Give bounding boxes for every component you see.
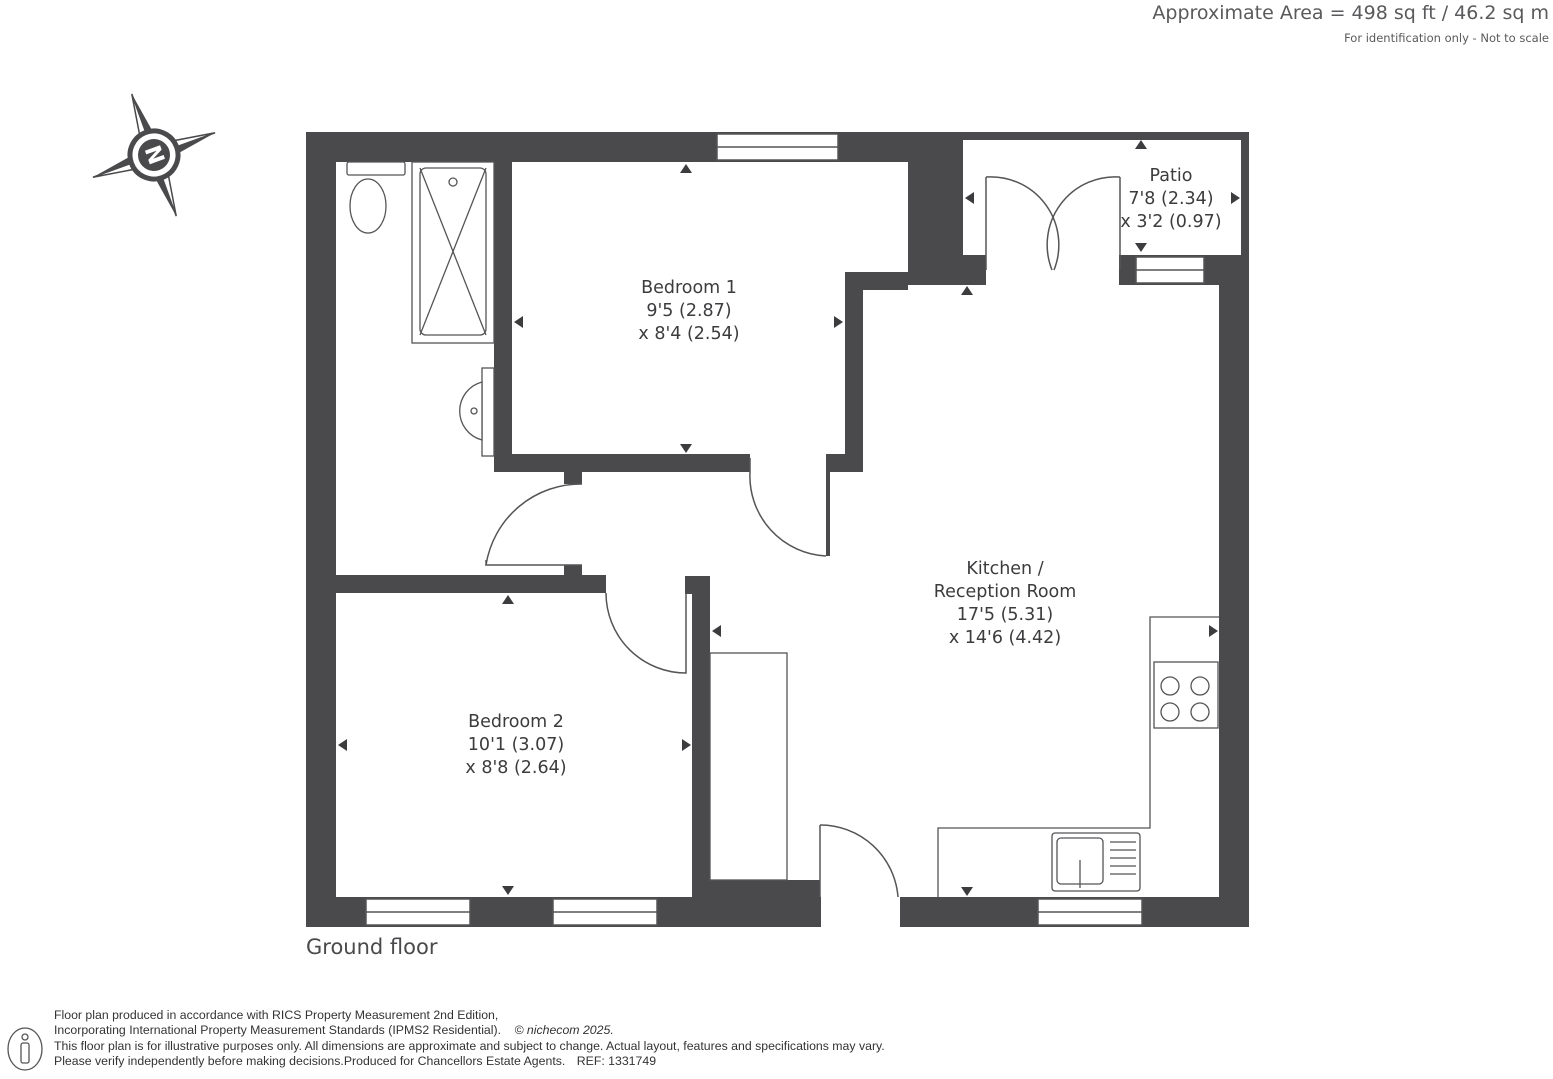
footer-line: Please verify independently before makin… bbox=[54, 1054, 885, 1069]
reference-number: REF: 1331749 bbox=[576, 1053, 657, 1068]
footer-text: Incorporating International Property Mea… bbox=[54, 1023, 502, 1038]
room-label-bedroom-1: Bedroom 1 9'5 (2.87) x 8'4 (2.54) bbox=[638, 277, 739, 346]
approximate-area: Approximate Area = 498 sq ft / 46.2 sq m bbox=[1152, 2, 1549, 24]
room-name: Bedroom 1 bbox=[641, 278, 737, 298]
room-label-bedroom-2: Bedroom 2 10'1 (3.07) x 8'8 (2.64) bbox=[465, 711, 566, 780]
windows bbox=[365, 133, 1205, 926]
disclaimer-not-to-scale: For identification only - Not to scale bbox=[1344, 31, 1549, 45]
room-name: Kitchen / bbox=[966, 559, 1044, 579]
room-label-kitchen-reception: Kitchen / Reception Room 17'5 (5.31) x 1… bbox=[934, 558, 1077, 650]
room-dimension: 7'8 (2.34) bbox=[1128, 189, 1214, 209]
footer-text: Please verify independently before makin… bbox=[54, 1053, 566, 1068]
room-dimension: 9'5 (2.87) bbox=[646, 301, 732, 321]
copyright: © nichecom 2025. bbox=[514, 1023, 614, 1038]
room-dimension: x 14'6 (4.42) bbox=[948, 628, 1062, 648]
floor-label: Ground floor bbox=[306, 935, 438, 959]
room-dimension: x 8'4 (2.54) bbox=[638, 324, 740, 344]
room-name: Bedroom 2 bbox=[468, 712, 564, 732]
room-dimension: 10'1 (3.07) bbox=[467, 735, 565, 755]
footer-line: Incorporating International Property Mea… bbox=[54, 1023, 885, 1038]
kitchen-units bbox=[709, 616, 1219, 897]
bathroom-fixtures bbox=[346, 161, 495, 457]
room-dimension: x 3'2 (0.97) bbox=[1120, 212, 1222, 232]
room-dimension: 17'5 (5.31) bbox=[956, 605, 1054, 625]
room-dimension: x 8'8 (2.64) bbox=[465, 758, 567, 778]
room-label-patio: Patio 7'8 (2.34) x 3'2 (0.97) bbox=[1120, 165, 1221, 234]
north-arrow-icon: N bbox=[92, 93, 216, 217]
doors bbox=[485, 176, 1121, 898]
info-icon bbox=[7, 1027, 43, 1071]
footer-line: Floor plan produced in accordance with R… bbox=[54, 1008, 499, 1022]
footer-line: This floor plan is for illustrative purp… bbox=[54, 1038, 885, 1053]
measurement-arrows bbox=[338, 140, 1240, 896]
room-name: Patio bbox=[1149, 166, 1193, 186]
room-name: Reception Room bbox=[933, 582, 1077, 602]
footer-disclaimer: Floor plan produced in accordance with R… bbox=[54, 1008, 885, 1069]
